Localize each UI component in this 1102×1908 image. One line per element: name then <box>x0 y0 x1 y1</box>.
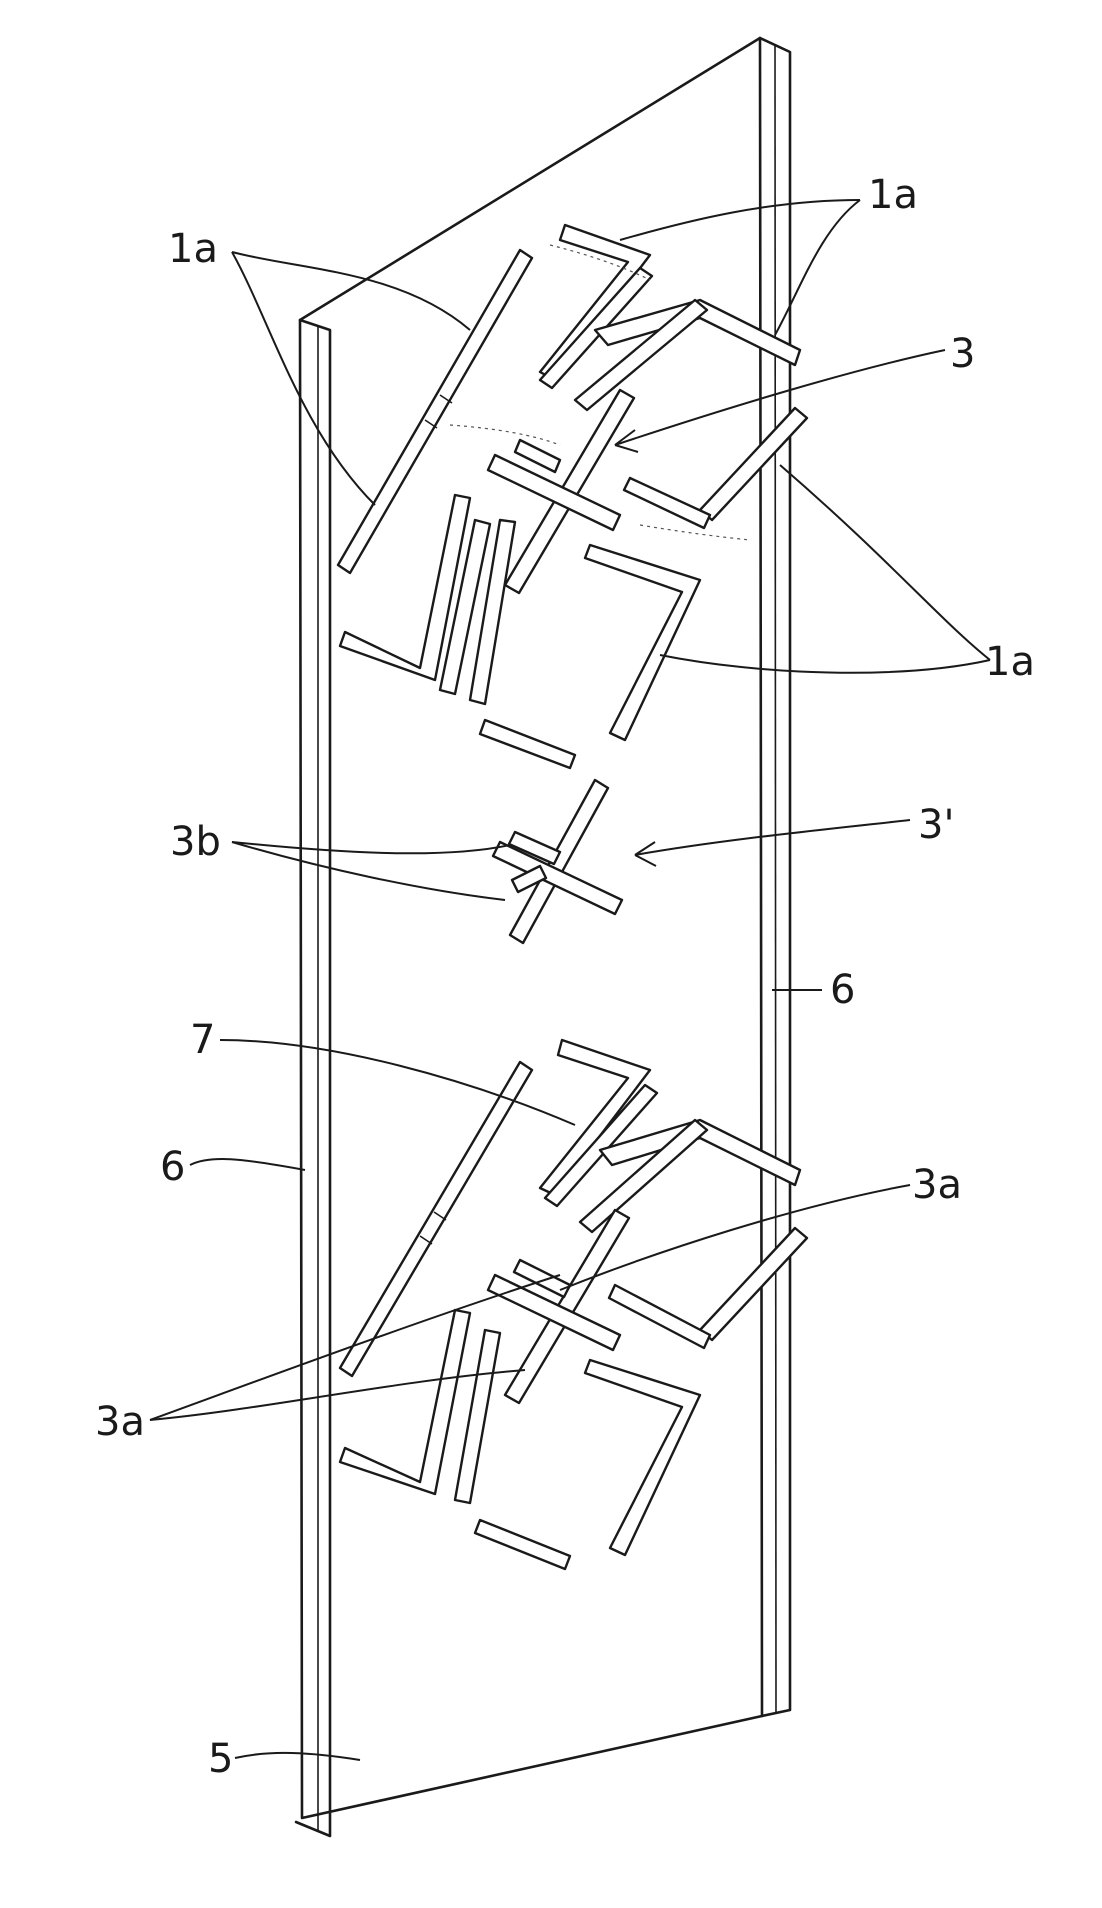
upper-radiator-group <box>338 225 807 768</box>
label-6-left: 6 <box>160 1144 185 1190</box>
middle-feed-element <box>493 780 622 943</box>
leader-lines <box>150 200 990 1760</box>
label-3b: 3b <box>170 819 221 865</box>
label-3a-left: 3a <box>95 1399 145 1445</box>
label-1a-top-right: 1a <box>868 172 918 218</box>
labels: 1a 1a 1a 3 3' 3b 6 6 7 3a 3a 5 <box>95 172 1035 1782</box>
label-3: 3 <box>950 331 975 377</box>
label-1a-top-left: 1a <box>168 226 218 272</box>
label-5: 5 <box>208 1736 233 1782</box>
label-7: 7 <box>190 1017 215 1063</box>
label-3a-right: 3a <box>912 1162 962 1208</box>
label-1a-right: 1a <box>985 639 1035 685</box>
lower-radiator-group <box>340 1040 807 1569</box>
label-3-prime: 3' <box>918 802 954 848</box>
label-6-right: 6 <box>830 967 855 1013</box>
